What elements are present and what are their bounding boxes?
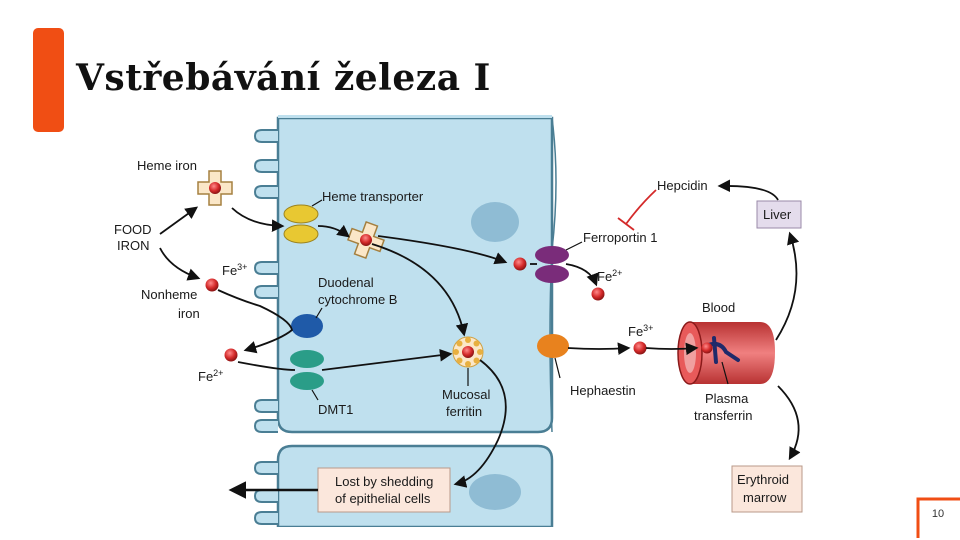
label-fe2-lumen: Fe2+ [198,368,223,384]
label-ferroportin: Ferroportin 1 [583,230,657,245]
label-erythroid-2: marrow [743,490,787,505]
dmt1-transporter [290,350,324,390]
ferroportin-1 [535,246,569,283]
page-number: 10 [931,508,945,520]
pathway-arrows [159,179,801,499]
label-duodenal-2: cytochrome B [318,292,397,307]
label-nonheme-1: Nonheme [141,287,197,302]
label-liver: Liver [763,207,792,222]
label-plasma-1: Plasma [705,391,749,406]
label-mucosal-2: ferritin [446,404,482,419]
lost-by-shedding-box [317,467,451,513]
iron-atom-fe3-blood-side [633,341,647,355]
label-heme-transporter: Heme transporter [322,189,424,204]
heme-transporter [283,204,319,244]
label-fe3-blood-side: Fe3+ [628,323,653,339]
heme-molecule-inside [347,221,385,259]
label-hephaestin: Hephaestin [570,383,636,398]
duodenal-cytochrome-b [291,314,323,338]
label-nonheme-2: iron [178,306,200,321]
microvilli [253,129,278,525]
label-heme-iron: Heme iron [137,158,197,173]
plasma-transferrin [701,336,740,364]
label-duodenal-1: Duodenal [318,275,374,290]
iron-atom-fe2-blood-side [591,287,605,301]
label-plasma-2: transferrin [694,408,753,423]
nucleus-upper [471,202,519,242]
label-erythroid-1: Erythroid [737,472,789,487]
label-lost-2: of epithelial cells [335,491,431,506]
erythroid-marrow-box [731,465,803,513]
title-accent-bar [33,28,64,132]
label-food-iron-1: FOOD [114,222,152,237]
label-mucosal-1: Mucosal [442,387,491,402]
label-blood: Blood [702,300,735,315]
liver-box [756,200,802,229]
label-hepcidin: Hepcidin [657,178,708,193]
heme-molecule-outside [197,170,233,206]
label-lost-1: Lost by shedding [335,474,433,489]
slide-title: Vstřebávání železa I [76,57,491,99]
mucosal-ferritin [452,336,484,368]
label-fe2-blood-side: Fe2+ [597,268,622,284]
hepcidin-inhibition [617,189,657,231]
iron-atom-cytosol [513,257,527,271]
epithelial-cells [253,115,557,527]
epithelial-cell-top [278,115,552,118]
iron-atom-fe3-lumen [205,278,219,292]
label-dmt1: DMT1 [318,402,353,417]
blood-vessel [677,321,775,385]
leader-lines [311,199,729,401]
hephaestin [537,334,569,358]
label-food-iron-2: IRON [117,238,150,253]
label-fe3-lumen: Fe3+ [222,262,247,278]
iron-atom-fe2-lumen [224,348,238,362]
nucleus-lower [469,474,521,510]
iron-absorption-diagram: Heme iron FOOD IRON Fe3+ Nonheme iron Fe… [114,115,803,527]
